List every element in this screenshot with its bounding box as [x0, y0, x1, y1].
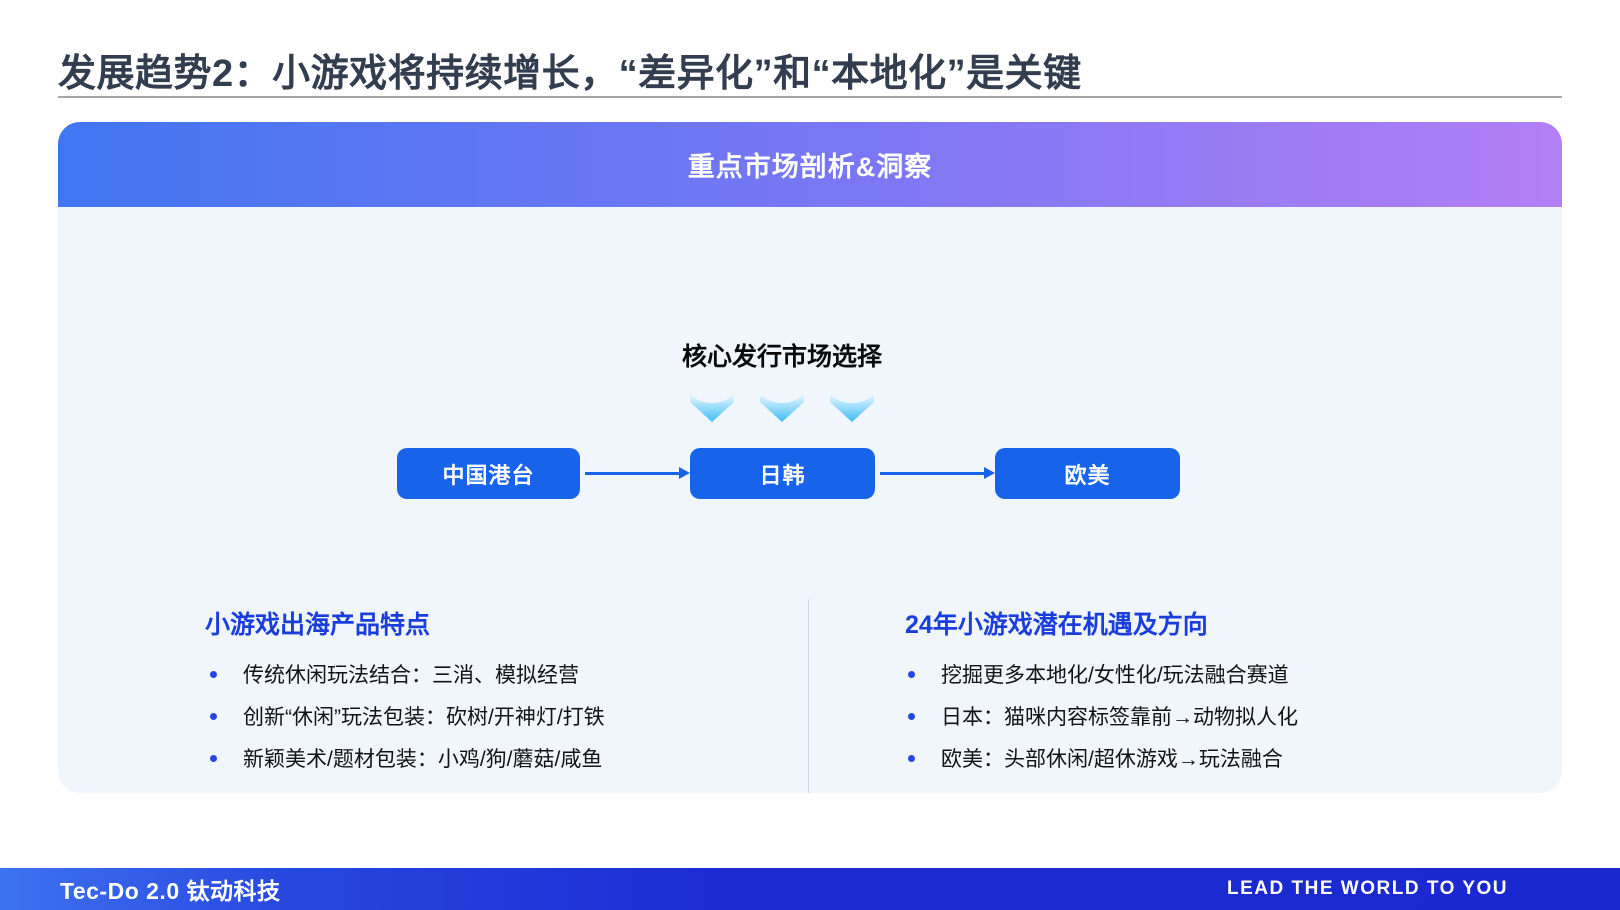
bullet-dot-icon	[908, 754, 915, 762]
down-arrow-icon	[830, 394, 874, 422]
down-arrow-icon	[760, 394, 804, 422]
flow-node-europe-us[interactable]: 欧美	[995, 448, 1180, 499]
title-divider	[58, 96, 1562, 98]
bullet-dot-icon	[210, 712, 217, 720]
panel-header: 重点市场剖析&洞察	[58, 122, 1562, 207]
left-bullet-list: 传统休闲玩法结合：三消、模拟经营 创新“休闲”玩法包装：砍树/开神灯/打铁 新颖…	[210, 653, 605, 779]
bullet-dot-icon	[908, 712, 915, 720]
list-item: 新颖美术/题材包装：小鸡/狗/蘑菇/咸鱼	[210, 737, 605, 779]
list-item: 挖掘更多本地化/女性化/玩法融合赛道	[908, 653, 1298, 695]
bullet-text: 日本：猫咪内容标签靠前→动物拟人化	[941, 706, 1298, 729]
right-section-heading: 24年小游戏潜在机遇及方向	[905, 611, 1208, 639]
bullet-dot-icon	[210, 754, 217, 762]
footer-slogan: LEAD THE WORLD TO YOU	[1227, 878, 1508, 899]
panel-body: 核心发行市场选择	[58, 207, 1562, 793]
bullet-text: 欧美：头部休闲/超休游戏→玩法融合	[941, 748, 1283, 771]
bullet-text: 传统休闲玩法结合：三消、模拟经营	[243, 664, 579, 687]
flow-arrow-icon	[880, 467, 995, 479]
flow-arrow-icon	[585, 467, 690, 479]
list-item: 欧美：头部休闲/超休游戏→玩法融合	[908, 737, 1298, 779]
list-item: 创新“休闲”玩法包装：砍树/开神灯/打铁	[210, 695, 605, 737]
brand-logo: Tec-Do 2.0 钛动科技	[60, 878, 281, 904]
flow-node-japan-korea[interactable]: 日韩	[690, 448, 875, 499]
bullet-text: 新颖美术/题材包装：小鸡/狗/蘑菇/咸鱼	[243, 748, 603, 771]
bullet-text: 挖掘更多本地化/女性化/玩法融合赛道	[941, 664, 1289, 687]
bullet-dot-icon	[908, 670, 915, 678]
right-bullet-list: 挖掘更多本地化/女性化/玩法融合赛道 日本：猫咪内容标签靠前→动物拟人化 欧美：…	[908, 653, 1298, 779]
page-title: 发展趋势2：小游戏将持续增长，“差异化”和“本地化”是关键	[58, 53, 1082, 95]
bullet-dot-icon	[210, 670, 217, 678]
left-section-heading: 小游戏出海产品特点	[205, 611, 431, 639]
down-arrow-icon	[690, 394, 734, 422]
panel-header-title: 重点市场剖析&洞察	[687, 152, 933, 182]
list-item: 日本：猫咪内容标签靠前→动物拟人化	[908, 695, 1298, 737]
market-analysis-panel: 重点市场剖析&洞察 核心发行市场选择	[58, 122, 1562, 793]
flow-node-china-hk-tw[interactable]: 中国港台	[397, 448, 580, 499]
footer-bar: Tec-Do 2.0 钛动科技 LEAD THE WORLD TO YOU	[0, 868, 1620, 910]
list-item: 传统休闲玩法结合：三消、模拟经营	[210, 653, 605, 695]
flow-heading: 核心发行市场选择	[681, 343, 882, 371]
column-divider	[808, 599, 809, 793]
bullet-text: 创新“休闲”玩法包装：砍树/开神灯/打铁	[243, 706, 605, 729]
